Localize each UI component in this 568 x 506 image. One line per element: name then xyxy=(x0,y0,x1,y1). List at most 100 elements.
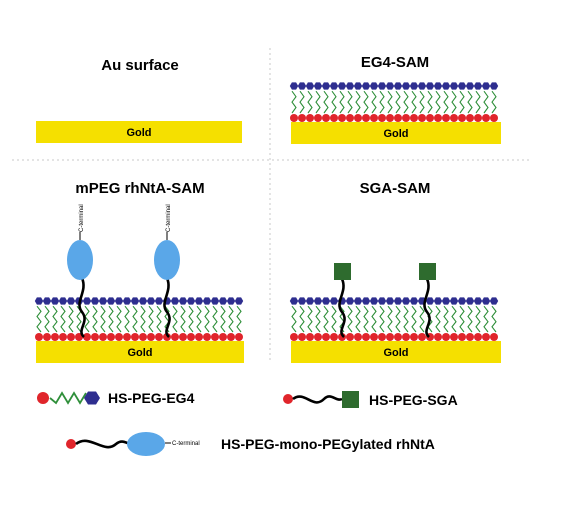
eg4-hexagon xyxy=(449,297,459,305)
legend-item-rhnta: C-terminal HS-PEG-mono-PEGylated rhNtA xyxy=(66,432,435,456)
alkyl-chain xyxy=(387,90,393,114)
gold-label: Gold xyxy=(126,127,151,139)
eg4-hexagon xyxy=(289,82,299,90)
alkyl-chain xyxy=(355,305,361,333)
rhnta-protein xyxy=(67,240,93,280)
thiol-sphere xyxy=(306,333,314,341)
eg4-hexagon xyxy=(337,82,347,90)
thiol-sphere xyxy=(155,333,163,341)
alkyl-chain xyxy=(419,305,425,333)
thiol-sphere xyxy=(370,333,378,341)
alkyl-chain xyxy=(228,305,234,333)
alkyl-chain xyxy=(49,391,87,405)
c-terminal-label: C-terminal xyxy=(172,441,200,447)
alkyl-chain xyxy=(331,305,337,333)
thiol-sphere xyxy=(163,333,171,341)
alkyl-chain xyxy=(315,305,321,333)
alkyl-chain xyxy=(467,305,473,333)
thiol-sphere xyxy=(362,333,370,341)
thiol-sphere xyxy=(394,333,402,341)
alkyl-chain xyxy=(427,90,433,114)
alkyl-chain xyxy=(339,90,345,114)
eg4-hexagon xyxy=(82,297,92,305)
eg4-hexagon xyxy=(297,82,307,90)
alkyl-chain xyxy=(84,305,90,333)
alkyl-chain xyxy=(483,90,489,114)
thiol-sphere xyxy=(370,114,378,122)
eg4-hexagon xyxy=(138,297,148,305)
eg4-hexagon xyxy=(457,82,467,90)
eg4-hexagon xyxy=(441,297,451,305)
legend-item-sga: HS-PEG-SGA xyxy=(283,391,458,408)
alkyl-chain xyxy=(363,305,369,333)
alkyl-chain xyxy=(371,90,377,114)
eg4-hexagon xyxy=(409,297,419,305)
thiol-sphere xyxy=(338,333,346,341)
eg4-hexagon xyxy=(321,82,331,90)
eg4-hexagon xyxy=(401,82,411,90)
alkyl-chain xyxy=(459,305,465,333)
thiol-sphere xyxy=(67,333,75,341)
eg4-hexagon xyxy=(473,82,483,90)
alkyl-chain xyxy=(371,305,377,333)
thiol-sphere xyxy=(314,333,322,341)
thiol-sphere xyxy=(490,114,498,122)
alkyl-chain xyxy=(435,90,441,114)
eg4-hexagon xyxy=(345,297,355,305)
eg4-hexagon xyxy=(369,297,379,305)
eg4-hexagon xyxy=(449,82,459,90)
thiol-sphere xyxy=(123,333,131,341)
thiol-sphere xyxy=(59,333,67,341)
legend-item-eg4: HS-PEG-EG4 xyxy=(37,390,195,406)
thiol-sphere xyxy=(290,333,298,341)
monolayer-sga xyxy=(289,297,499,341)
thiol-sphere xyxy=(51,333,59,341)
thiol-sphere xyxy=(450,114,458,122)
thiol-sphere xyxy=(402,333,410,341)
alkyl-chain xyxy=(387,305,393,333)
alkyl-chain xyxy=(363,90,369,114)
eg4-hexagon xyxy=(353,82,363,90)
alkyl-chain xyxy=(475,305,481,333)
alkyl-chain xyxy=(395,90,401,114)
alkyl-chain xyxy=(419,90,425,114)
eg4-hexagon xyxy=(481,297,491,305)
thiol-sphere xyxy=(298,114,306,122)
eg4-hexagon xyxy=(122,297,132,305)
panel-eg4-sam: EG4-SAM Gold xyxy=(289,54,501,144)
peg-tether xyxy=(163,277,171,338)
eg4-hexagon xyxy=(385,297,395,305)
eg4-hexagon xyxy=(433,82,443,90)
thiol-sphere xyxy=(410,333,418,341)
alkyl-chain xyxy=(411,90,417,114)
panel-title-au-surface: Au surface xyxy=(101,57,179,74)
alkyl-chain xyxy=(204,305,210,333)
eg4-hexagon xyxy=(369,82,379,90)
thiol-sphere xyxy=(66,439,76,449)
alkyl-chain xyxy=(307,90,313,114)
panel-title-mpeg-rhnta-sam: mPEG rhNtA-SAM xyxy=(75,180,204,197)
eg4-hexagon xyxy=(305,297,315,305)
eg4-hexagon xyxy=(178,297,188,305)
alkyl-chain xyxy=(116,305,122,333)
gold-label: Gold xyxy=(383,128,408,140)
eg4-hexagon xyxy=(481,82,491,90)
sga-headgroup xyxy=(342,391,359,408)
thiol-sphere xyxy=(386,333,394,341)
alkyl-chain xyxy=(291,90,297,114)
alkyl-chain xyxy=(60,305,66,333)
thiol-sphere xyxy=(418,114,426,122)
eg4-hexagon xyxy=(154,297,164,305)
alkyl-chain xyxy=(124,305,130,333)
eg4-hexagon xyxy=(289,297,299,305)
alkyl-chain xyxy=(164,305,170,333)
alkyl-chain xyxy=(44,305,50,333)
sga-headgroup xyxy=(419,263,436,280)
alkyl-chain xyxy=(148,305,154,333)
thiol-sphere xyxy=(418,333,426,341)
thiol-sphere xyxy=(171,333,179,341)
eg4-hexagon xyxy=(170,297,180,305)
thiol-sphere xyxy=(43,333,51,341)
alkyl-chain xyxy=(491,90,497,114)
eg4-hexagon xyxy=(473,297,483,305)
